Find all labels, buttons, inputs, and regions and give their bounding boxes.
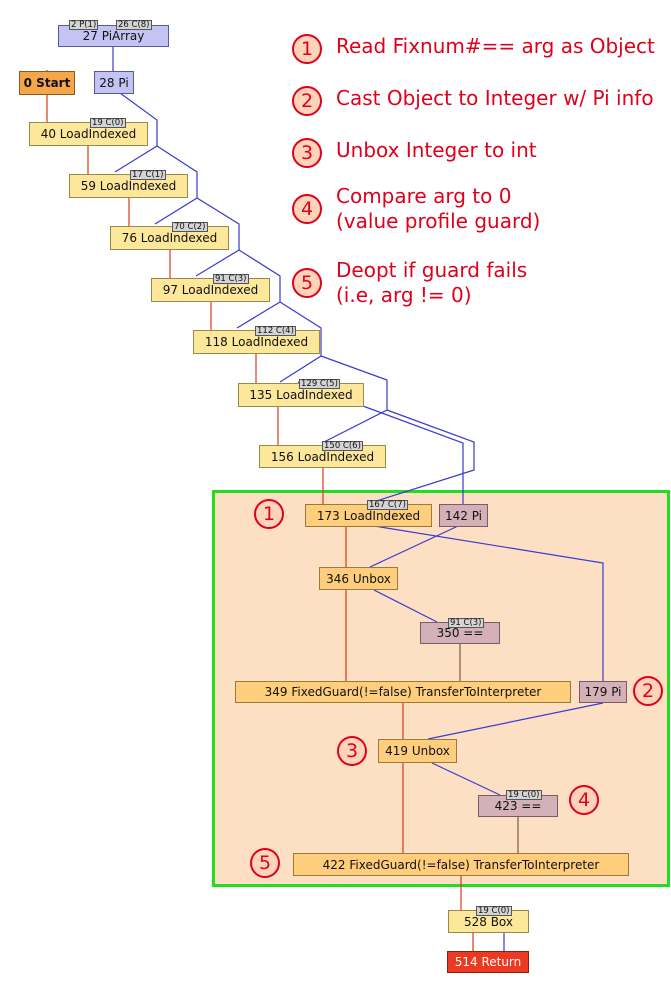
node-59-loadindexed: 59 LoadIndexed (69, 174, 188, 198)
marker-2: 2 (633, 676, 663, 706)
annotation-2: 2 Cast Object to Integer w/ Pi info (292, 86, 654, 116)
node-97-loadindexed: 97 LoadIndexed (151, 278, 270, 302)
marker-5: 5 (250, 848, 280, 878)
node-419-unbox: 419 Unbox (378, 739, 457, 763)
node-349-fixedguard: 349 FixedGuard(!=false) TransferToInterp… (235, 681, 571, 703)
input-tag: 91 C(3) (448, 618, 484, 628)
node-135-loadindexed: 135 LoadIndexed (238, 383, 364, 407)
data-edge (373, 589, 438, 623)
input-tag: 167 C(7) (367, 500, 408, 510)
marker-3: 3 (337, 736, 367, 766)
marker-4: 4 (569, 785, 599, 815)
node-514-return: 514 Return (447, 951, 529, 973)
data-edge (154, 145, 198, 225)
input-tag: 70 C(2) (172, 222, 208, 232)
node-0-start: 0 Start (19, 71, 75, 95)
data-edge (369, 525, 459, 568)
data-edge (236, 249, 281, 329)
annotation-5: 5 Deopt if guard fails (i.e, arg != 0) (292, 258, 527, 308)
data-edge (369, 409, 475, 504)
data-edge (373, 525, 604, 681)
node-346-unbox: 346 Unbox (319, 567, 398, 590)
input-tag: 17 C(1) (130, 170, 166, 180)
annotation-4: 4 Compare arg to 0 (value profile guard) (292, 184, 540, 234)
node-179-pi: 179 Pi (579, 681, 627, 703)
node-40-loadindexed: 40 LoadIndexed (29, 122, 148, 146)
node-27-piarray: 27 PiArray (58, 25, 169, 47)
input-tag: 19 C(0) (476, 906, 512, 916)
data-edge (279, 301, 322, 383)
input-tag: 112 C(4) (255, 326, 296, 336)
node-76-loadindexed: 76 LoadIndexed (110, 226, 229, 250)
data-edge (320, 355, 388, 444)
node-142-pi: 142 Pi (439, 504, 488, 527)
node-423-compare: 423 == (478, 795, 558, 817)
input-tag: 91 C(3) (213, 274, 249, 284)
input-tag: 19 C(0) (90, 118, 126, 128)
data-edge (195, 197, 240, 277)
node-28-pi: 28 Pi (94, 71, 134, 94)
data-edge (431, 762, 501, 796)
annotation-3: 3 Unbox Integer to int (292, 138, 537, 168)
data-edge (114, 92, 158, 173)
node-422-fixedguard: 422 FixedGuard(!=false) TransferToInterp… (293, 853, 629, 876)
input-tag: 129 C(5) (299, 379, 340, 389)
annotation-1: 1 Read Fixnum#== arg as Object (292, 34, 655, 64)
input-tag: 150 C(6) (322, 441, 363, 451)
data-edge (427, 702, 604, 740)
input-tag: 26 C(8) (116, 20, 152, 30)
input-tag: 19 C(0) (506, 790, 542, 800)
marker-1: 1 (254, 499, 284, 529)
input-tag: 2 P(1) (69, 20, 99, 30)
